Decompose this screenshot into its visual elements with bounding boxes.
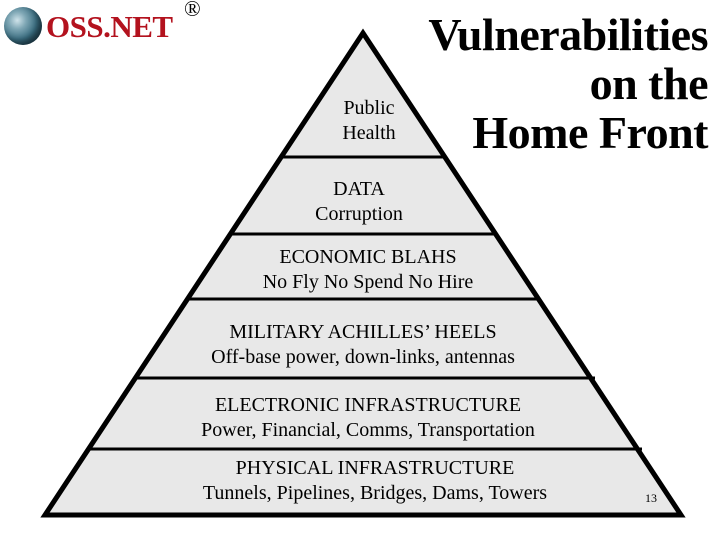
globe-icon [4,7,42,45]
slide-title: Vulnerabilities on the Home Front [428,10,708,157]
oss-net-logo: OSS.NET [4,6,173,46]
pyramid-shape [40,28,686,518]
level-4-line-1: MILITARY ACHILLES’ HEELS [229,321,497,343]
registered-mark: ® [184,0,201,21]
page-number: 13 [645,491,657,505]
level-2-line-2: Corruption [315,203,403,225]
level-1-line-1: Public [343,97,395,119]
level-physical-infrastructure: PHYSICAL INFRASTRUCTURE Tunnels, Pipelin… [125,456,625,506]
level-4-line-2: Off-base power, down-links, antennas [211,346,515,368]
level-5-line-1: ELECTRONIC INFRASTRUCTURE [214,394,522,416]
level-2-line-1: DATA [333,178,385,200]
level-1-line-2: Health [342,122,396,144]
level-6-line-2: Tunnels, Pipelines, Bridges, Dams, Tower… [202,482,548,504]
level-electronic-infrastructure: ELECTRONIC INFRASTRUCTURE Power, Financi… [118,393,618,443]
level-data-corruption: DATA Corruption [259,177,459,227]
title-line-2: on the [589,58,709,109]
level-public-health: Public Health [309,96,429,146]
level-economic-blahs: ECONOMIC BLAHS No Fly No Spend No Hire [218,245,518,295]
level-military-achilles-heels: MILITARY ACHILLES’ HEELS Off-base power,… [163,320,563,370]
level-3-line-2: No Fly No Spend No Hire [262,271,474,293]
level-6-line-1: PHYSICAL INFRASTRUCTURE [235,457,515,479]
level-5-line-2: Power, Financial, Comms, Transportation [201,419,535,441]
logo-text: OSS.NET [46,8,173,44]
level-3-line-1: ECONOMIC BLAHS [279,246,457,268]
title-line-1: Vulnerabilities [428,9,708,60]
title-line-3: Home Front [472,107,708,158]
